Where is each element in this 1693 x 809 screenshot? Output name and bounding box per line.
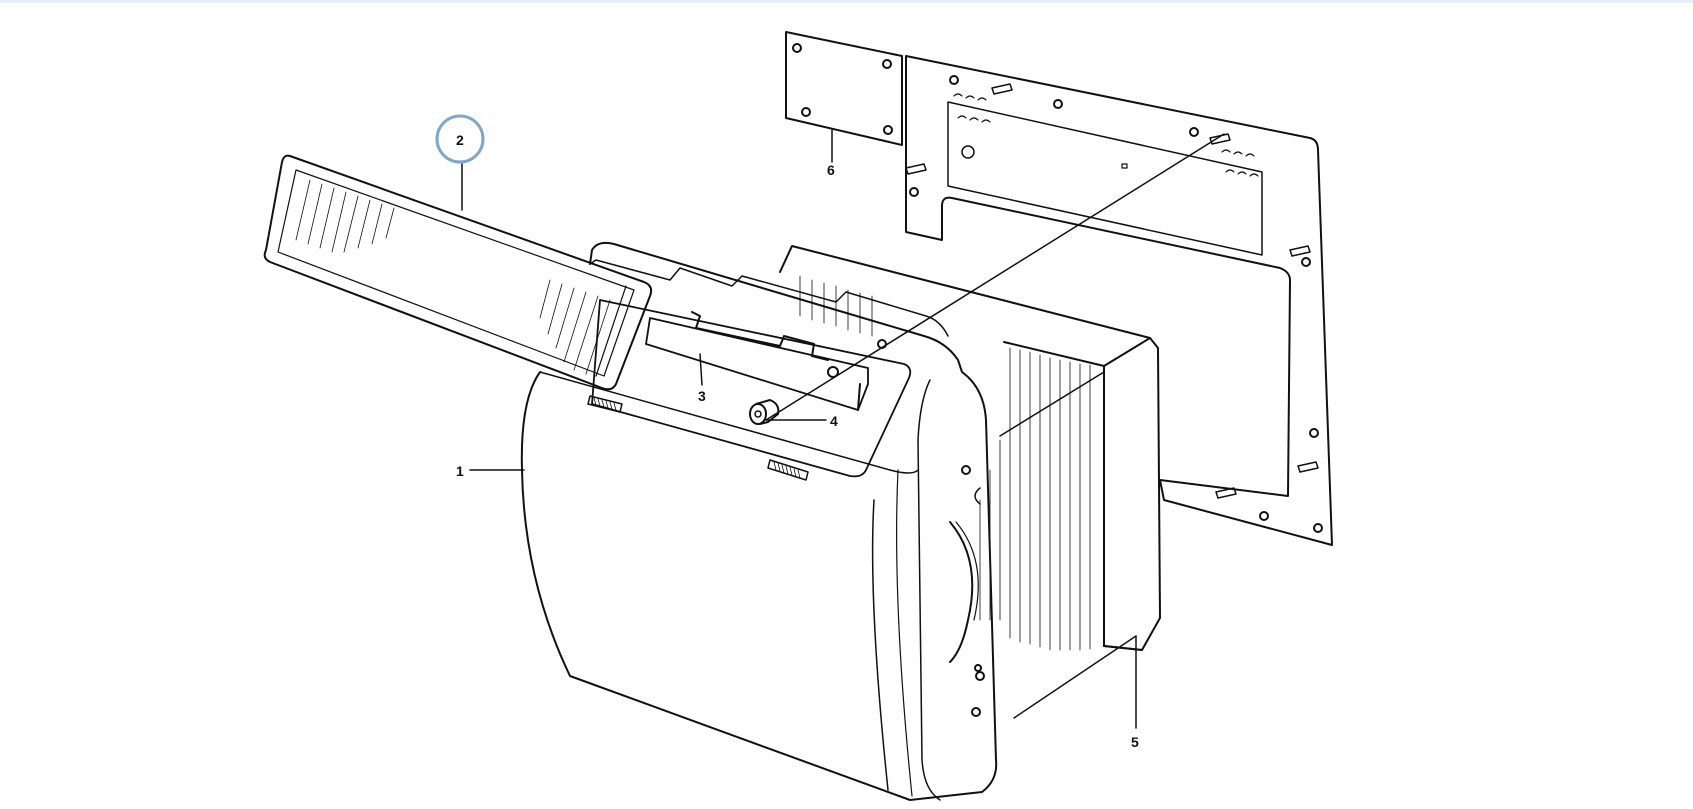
part-1-housing xyxy=(520,241,998,801)
callout-label-3[interactable]: 3 xyxy=(698,388,706,404)
part-6-cover-plate xyxy=(785,31,903,146)
leader-line-4b xyxy=(765,133,1225,421)
callout-label-6[interactable]: 6 xyxy=(827,162,835,178)
callout-2-highlight-ring[interactable] xyxy=(435,114,485,164)
part-5-filter-box xyxy=(779,245,1161,651)
mounting-frame xyxy=(905,55,1333,546)
callout-label-5[interactable]: 5 xyxy=(1131,734,1139,750)
leader-line-3 xyxy=(699,353,703,386)
top-strip xyxy=(0,0,1693,3)
part-2-cover-panel xyxy=(263,154,653,391)
leader-lines xyxy=(461,129,1225,729)
callout-label-4[interactable]: 4 xyxy=(830,413,838,429)
callout-label-2[interactable]: 2 xyxy=(456,132,464,148)
part-4-knob xyxy=(749,399,780,425)
leader-line-5c xyxy=(999,371,1105,437)
callout-label-1[interactable]: 1 xyxy=(456,463,464,479)
leader-line-5b xyxy=(1013,635,1137,719)
part-3-bracket xyxy=(645,311,887,411)
